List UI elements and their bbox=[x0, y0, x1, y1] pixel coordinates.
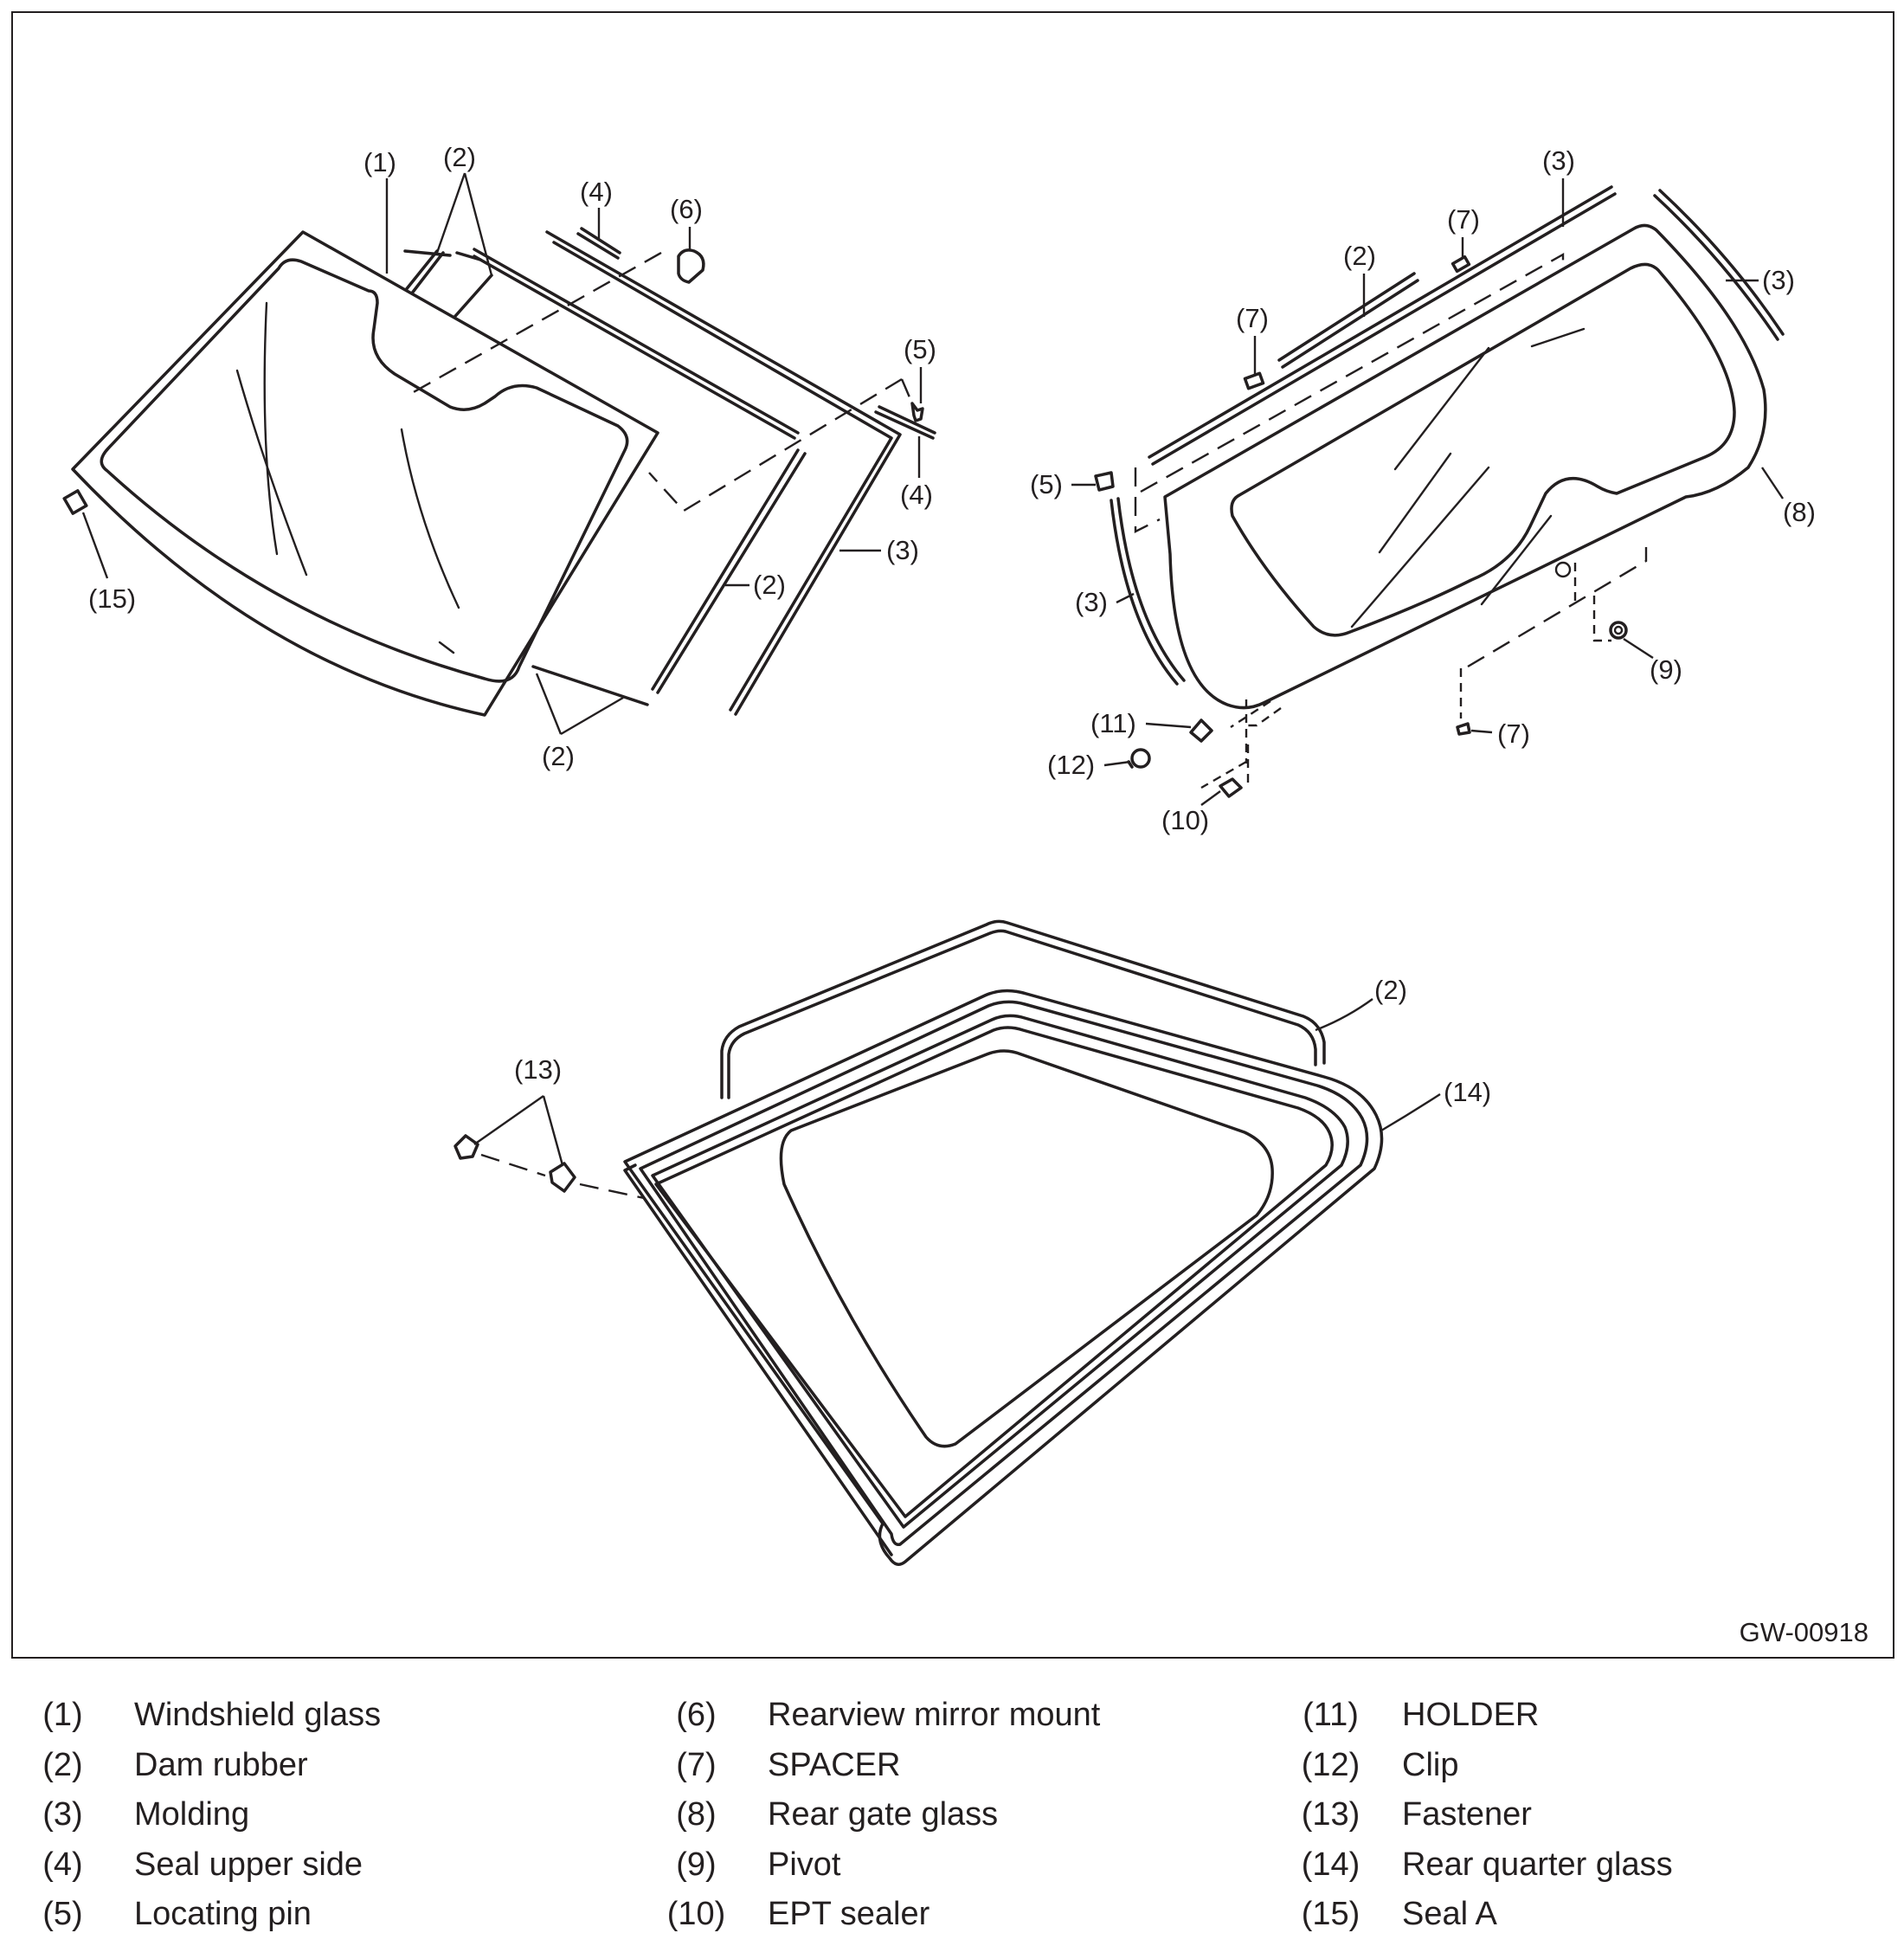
rear-gate-molding-right bbox=[1653, 189, 1785, 341]
rear-gate-assembly bbox=[1094, 185, 1785, 798]
holder bbox=[1189, 718, 1213, 743]
clip bbox=[1130, 748, 1151, 769]
callout-11-rear-gate: (11) bbox=[1090, 708, 1136, 738]
callout-9-rear-gate: (9) bbox=[1650, 654, 1682, 685]
rear-gate-callouts: (3) (7) (2) (7) (3) (8) (5) (3) (9) (7) … bbox=[1030, 145, 1816, 835]
figure-code: GW-00918 bbox=[1739, 1617, 1869, 1647]
callout-5-windshield: (5) bbox=[904, 334, 936, 364]
rear-gate-pivot bbox=[1609, 621, 1628, 640]
callout-3-top-rear-gate: (3) bbox=[1542, 145, 1575, 176]
fastener-right bbox=[549, 1162, 576, 1193]
callout-3-windshield: (3) bbox=[886, 535, 919, 565]
callout-2-top-windshield: (2) bbox=[443, 142, 476, 172]
quarter-dam-rubber bbox=[720, 919, 1326, 1099]
callout-10-rear-gate: (10) bbox=[1161, 805, 1209, 835]
rear-gate-glass bbox=[1163, 223, 1767, 710]
rear-gate-molding-left bbox=[1110, 497, 1186, 686]
callout-7-top-left-rear-gate: (7) bbox=[1236, 303, 1269, 333]
callout-2-quarter: (2) bbox=[1374, 975, 1407, 1005]
rear-quarter-callouts: (2) (14) (13) bbox=[473, 975, 1491, 1166]
exploded-diagram: (1) (2) (4) (6) (5) (4) (3) (2) (2) (15) bbox=[62, 142, 1816, 1566]
callout-14-quarter: (14) bbox=[1444, 1077, 1491, 1107]
windshield-callouts: (1) (2) (4) (6) (5) (4) (3) (2) (2) (15) bbox=[81, 142, 936, 771]
rear-gate-locating-pin bbox=[1094, 471, 1115, 492]
callout-12-rear-gate: (12) bbox=[1047, 750, 1095, 780]
callout-15-windshield: (15) bbox=[88, 583, 136, 614]
callout-4-right-windshield: (4) bbox=[900, 480, 933, 510]
callout-2-right-windshield: (2) bbox=[753, 570, 786, 600]
rear-gate-spacer-top-left bbox=[1243, 371, 1265, 390]
rearview-mirror-mount bbox=[677, 248, 705, 284]
callout-2-bottom-windshield: (2) bbox=[542, 741, 575, 771]
fastener-left bbox=[453, 1134, 479, 1160]
rear-gate-molding-top bbox=[1148, 185, 1617, 466]
windshield-dam-rubber bbox=[473, 248, 800, 435]
seal-upper-side-right bbox=[874, 405, 936, 440]
callout-13-quarter: (13) bbox=[514, 1054, 562, 1085]
windshield-molding bbox=[545, 230, 902, 716]
callout-3-right-rear-gate: (3) bbox=[1762, 265, 1795, 295]
callout-6-windshield: (6) bbox=[670, 194, 703, 224]
callout-7-top-right-rear-gate: (7) bbox=[1447, 204, 1480, 235]
figure-frame: GW-00918 bbox=[11, 11, 1894, 1659]
callout-2-rear-gate: (2) bbox=[1343, 241, 1376, 271]
rear-gate-dam-rubber bbox=[1277, 272, 1419, 369]
seal-upper-side-top bbox=[576, 227, 621, 260]
rear-quarter-assembly bbox=[453, 919, 1384, 1566]
seal-a bbox=[62, 489, 88, 515]
windshield-locating-pin bbox=[910, 402, 924, 422]
ept-sealer bbox=[1219, 777, 1243, 798]
rear-gate-spacer-bottom bbox=[1456, 722, 1471, 736]
callout-8-rear-gate: (8) bbox=[1783, 497, 1816, 527]
rear-quarter-glass bbox=[623, 989, 1384, 1566]
callout-1-windshield: (1) bbox=[363, 147, 396, 177]
rear-gate-spacer-top-right bbox=[1451, 255, 1471, 274]
callout-3-left-rear-gate: (3) bbox=[1075, 587, 1108, 617]
callout-7-bottom-rear-gate: (7) bbox=[1497, 718, 1530, 749]
windshield-assembly bbox=[62, 227, 936, 717]
windshield-glass bbox=[71, 230, 659, 717]
callout-4-top-windshield: (4) bbox=[580, 177, 613, 207]
callout-5-rear-gate: (5) bbox=[1030, 469, 1063, 499]
parts-legend: (1)Windshield glass (2)Dam rubber (3)Mol… bbox=[42, 1697, 1673, 1932]
